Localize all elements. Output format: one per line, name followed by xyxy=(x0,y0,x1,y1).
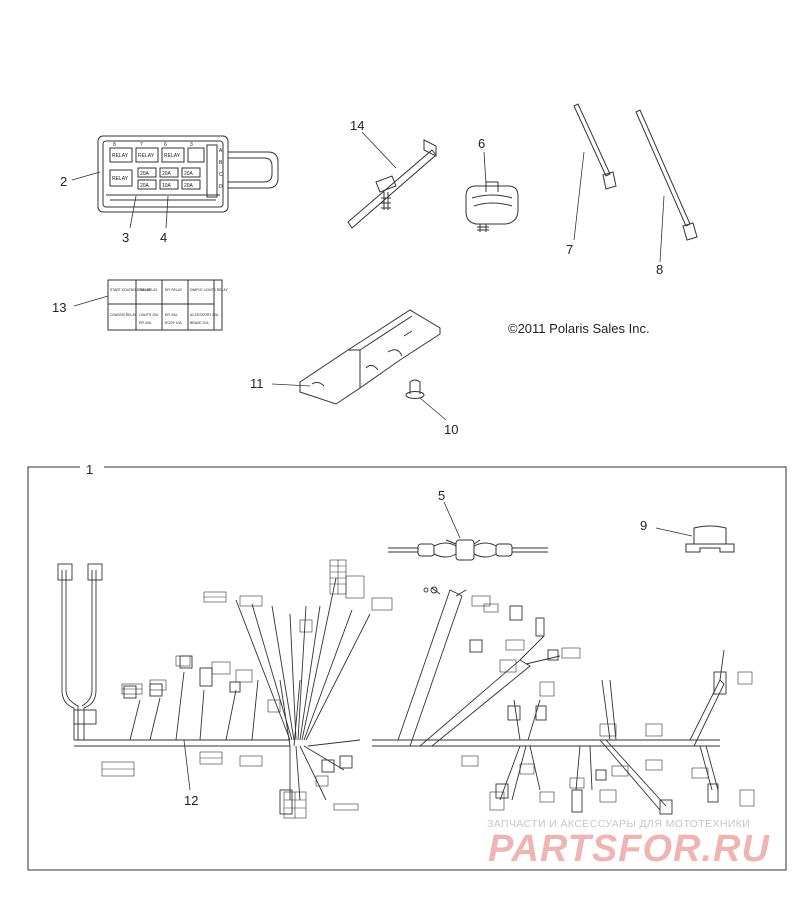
copyright-text: ©2011 Polaris Sales Inc. xyxy=(508,321,650,336)
callout-6: 6 xyxy=(478,136,485,151)
svg-text:RELAY: RELAY xyxy=(164,153,181,159)
svg-text:EFI RELAY: EFI RELAY xyxy=(165,288,183,292)
svg-text:20A: 20A xyxy=(140,171,150,177)
svg-text:B: B xyxy=(219,160,223,166)
callout-14: 14 xyxy=(350,118,364,133)
connector-clip xyxy=(465,181,519,232)
svg-text:8: 8 xyxy=(113,142,116,148)
svg-text:EFI 20A: EFI 20A xyxy=(139,321,152,325)
leader-lines-upper xyxy=(71,131,665,421)
svg-text:CHASSIS RELAY: CHASSIS RELAY xyxy=(110,313,137,317)
svg-text:ROOF 10A: ROOF 10A xyxy=(165,321,183,325)
callout-13: 13 xyxy=(52,300,66,315)
watermark-tagline: ЗАПЧАСТИ И АКСЕССУАРЫ ДЛЯ МОТОТЕХНИКИ xyxy=(487,818,751,830)
svg-text:20A: 20A xyxy=(140,183,150,189)
callout-numbers: 1 2 3 4 5 6 7 8 9 10 11 12 13 14 xyxy=(52,118,663,808)
callout-3: 3 xyxy=(122,230,129,245)
cable-tie-clip xyxy=(347,139,437,229)
leader-line-9 xyxy=(655,527,693,537)
svg-text:LIGHTS 20A: LIGHTS 20A xyxy=(139,313,159,317)
cable-tie-long xyxy=(635,109,698,241)
svg-text:START SOLENOID RELAY: START SOLENOID RELAY xyxy=(110,288,152,292)
svg-text:C: C xyxy=(219,172,223,178)
svg-text:EFI 20A: EFI 20A xyxy=(165,313,178,317)
fuse-box-decal xyxy=(107,279,223,331)
bracket xyxy=(299,309,441,405)
svg-text:D: D xyxy=(219,184,223,190)
harness-kit-frame xyxy=(27,466,787,871)
callout-5: 5 xyxy=(438,488,445,503)
svg-text:DIMPLE LIGHTS RELAY: DIMPLE LIGHTS RELAY xyxy=(190,288,228,292)
callout-7: 7 xyxy=(566,242,573,257)
callout-10: 10 xyxy=(444,422,458,437)
svg-text:ACCESSORY 20A: ACCESSORY 20A xyxy=(190,313,219,317)
svg-text:BRAKE 20A: BRAKE 20A xyxy=(190,321,209,325)
svg-text:7: 7 xyxy=(140,142,143,148)
svg-text:20A: 20A xyxy=(162,171,172,177)
svg-text:A: A xyxy=(219,148,223,154)
callout-8: 8 xyxy=(656,262,663,277)
svg-text:6: 6 xyxy=(164,142,167,148)
callout-1: 1 xyxy=(86,462,93,477)
svg-text:3: 3 xyxy=(190,142,193,148)
fuse-box-labels: RELAY RELAY RELAY RELAY 20A 20A 20A 20A … xyxy=(112,142,223,190)
callout-4: 4 xyxy=(160,230,167,245)
fuse-cap xyxy=(685,525,735,553)
callout-11: 11 xyxy=(250,376,264,391)
svg-text:10A: 10A xyxy=(162,183,172,189)
watermark-logo: PARTSFOR.RU xyxy=(488,828,770,870)
decal-labels: START SOLENOID RELAY FAN RELAY EFI RELAY… xyxy=(110,288,228,325)
svg-text:RELAY: RELAY xyxy=(112,153,129,159)
cable-tie-short xyxy=(573,103,617,190)
callout-2: 2 xyxy=(60,174,67,189)
callout-9: 9 xyxy=(640,518,647,533)
svg-text:RELAY: RELAY xyxy=(138,153,155,159)
harness-label-tags xyxy=(101,559,755,819)
svg-text:20A: 20A xyxy=(184,183,194,189)
svg-text:FAN RELAY: FAN RELAY xyxy=(139,288,158,292)
svg-text:RELAY: RELAY xyxy=(112,176,129,182)
leader-line-5 xyxy=(443,501,461,539)
main-wiring-harness xyxy=(57,563,727,815)
inline-fuse-holder xyxy=(388,539,548,561)
callout-12: 12 xyxy=(184,793,198,808)
push-rivet xyxy=(405,379,425,399)
svg-text:20A: 20A xyxy=(184,171,194,177)
fuse-relay-box xyxy=(97,135,279,213)
